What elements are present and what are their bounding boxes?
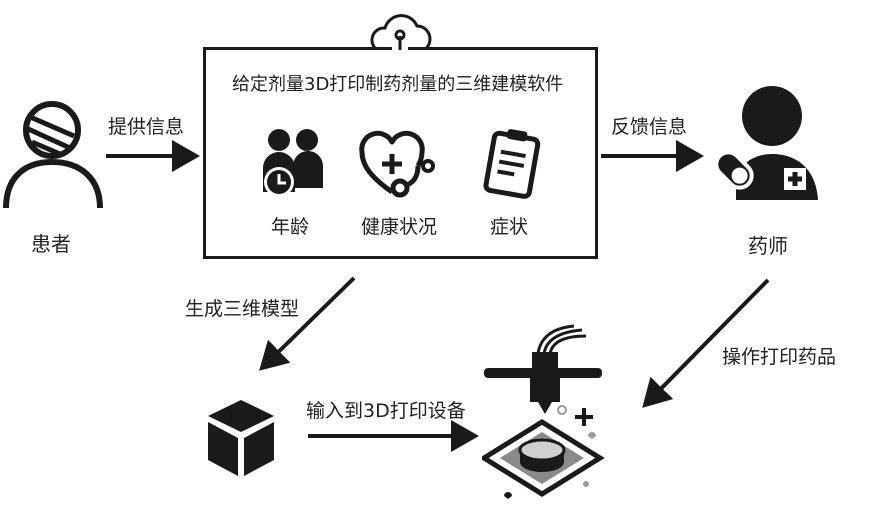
clipboard-icon [480, 126, 546, 202]
heart-stethoscope-icon [358, 128, 438, 200]
factor-label-symptoms: 症状 [490, 216, 529, 238]
edge-label-feedback: 反馈信息 [611, 116, 688, 138]
arrow-software-to-model [259, 276, 356, 371]
cube-model-icon [204, 398, 278, 478]
factor-label-health: 健康状况 [361, 216, 438, 238]
edge-label-input-printer: 输入到3D打印设备 [306, 400, 466, 422]
software-title: 给定剂量3D打印制药剂量的三维建模软件 [232, 74, 564, 95]
pharmacist-label: 药师 [748, 234, 788, 258]
edge-label-provide-info: 提供信息 [108, 116, 185, 138]
edge-label-generate-model: 生成三维模型 [185, 298, 300, 320]
patient-icon [0, 98, 106, 210]
3d-printer-icon [482, 318, 612, 508]
arrow-pharmacist-to-printer [642, 278, 770, 408]
patient-label: 患者 [31, 232, 71, 256]
factor-label-age: 年龄 [271, 216, 310, 238]
family-clock-icon [255, 126, 333, 202]
software-box [203, 47, 598, 259]
pharmacist-icon [712, 82, 824, 202]
edge-label-operate-print: 操作打印药品 [722, 346, 837, 368]
